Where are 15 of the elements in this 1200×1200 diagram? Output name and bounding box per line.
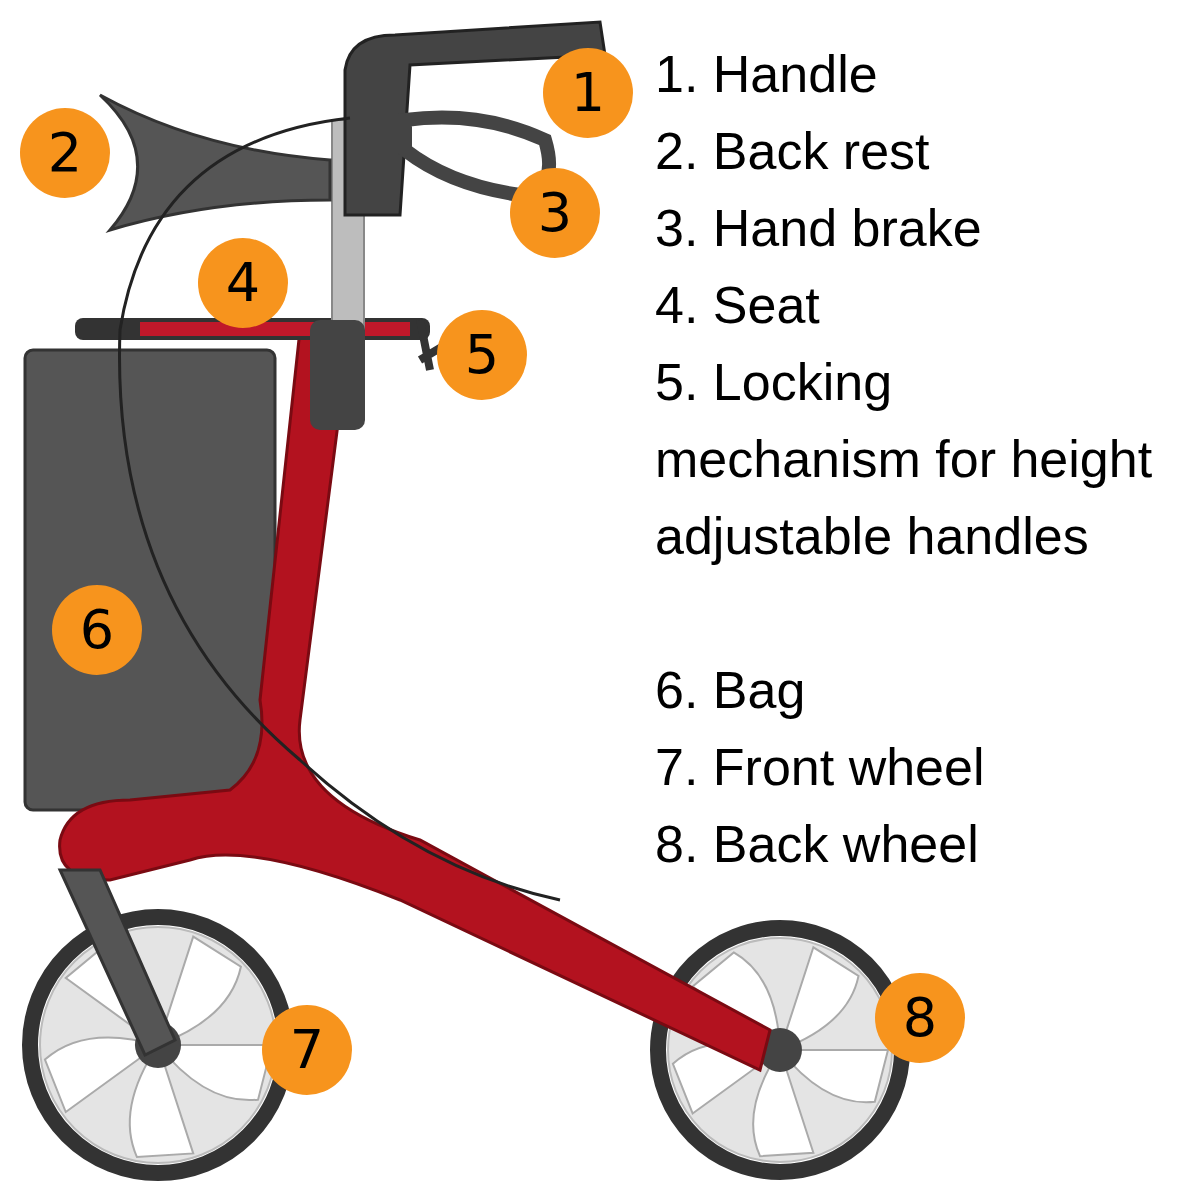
callout-number: 2	[20, 108, 110, 198]
callout-number: 8	[875, 973, 965, 1063]
callout-number: 7	[262, 1005, 352, 1095]
part-label: 2. Back rest	[655, 121, 931, 182]
callout-number: 1	[543, 48, 633, 138]
part-label: 4. Seat	[655, 275, 821, 336]
part-label: 8. Back wheel	[655, 814, 980, 875]
part-label: 3. Hand brake	[655, 198, 983, 259]
part-label: 1. Handle	[655, 44, 879, 105]
part-label: 5. Locking mechanism for height adjustable handles	[655, 352, 1154, 567]
callout-number: 3	[510, 168, 600, 258]
part-label: 6. Bag	[655, 660, 807, 721]
part-label: 7. Front wheel	[655, 737, 986, 798]
callout-number: 4	[198, 238, 288, 328]
callout-number: 5	[437, 310, 527, 400]
